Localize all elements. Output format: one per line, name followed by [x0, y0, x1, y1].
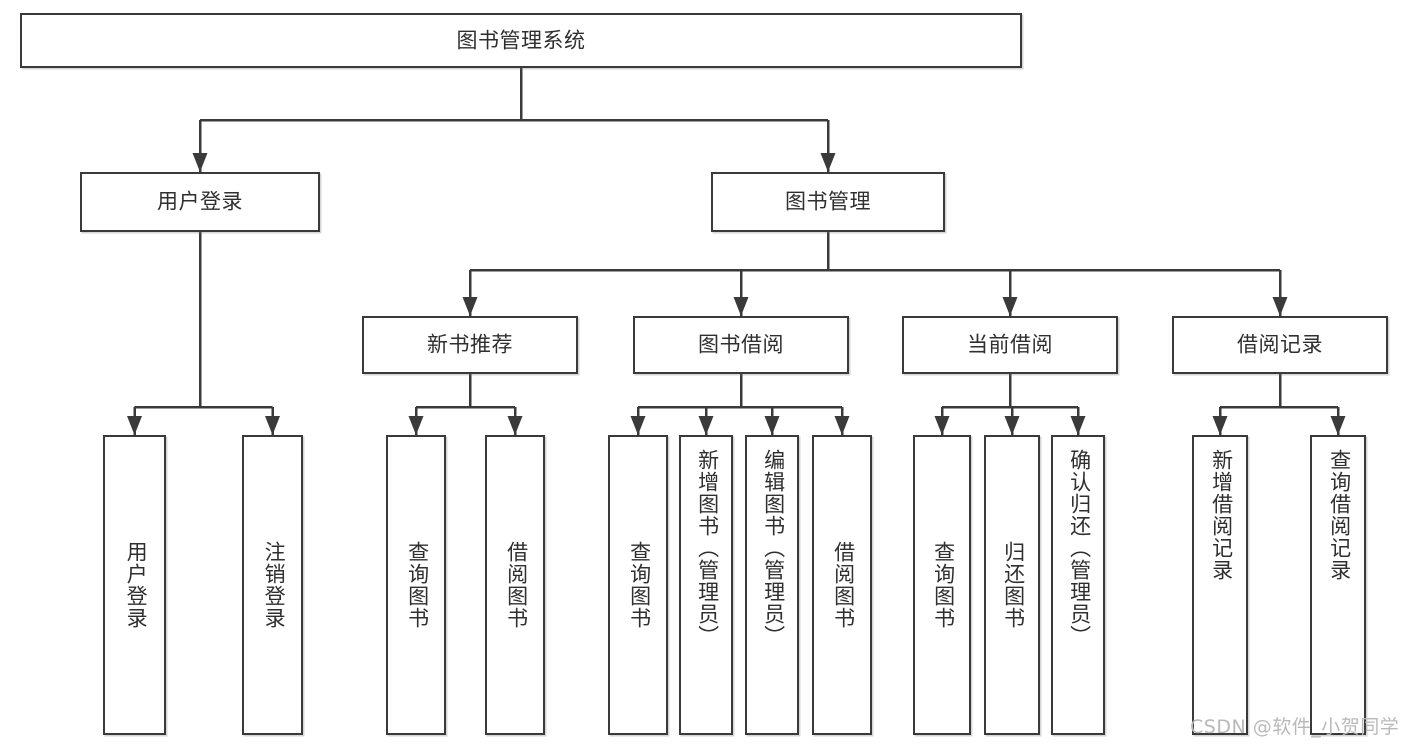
node-borrow: 图书借阅: [633, 316, 849, 374]
node-label-newbook: 新书推荐: [427, 332, 513, 357]
arrow-icon-leaf-user-logout: [265, 416, 280, 435]
node-label-leaf-newbook-query: 查询图书: [405, 541, 430, 629]
arrow-icon-leaf-current-return: [1004, 416, 1020, 435]
node-leaf-records-query: 查询借阅记录: [1310, 435, 1366, 735]
arrow-icon-leaf-borrow-lend: [834, 416, 850, 435]
watermark: CSDN @软件_小贺同学: [1190, 716, 1400, 738]
node-label-borrow: 图书借阅: [698, 332, 784, 357]
node-label-leaf-user-login: 用户登录: [124, 541, 149, 629]
node-label-current: 当前借阅: [967, 332, 1053, 357]
node-newbook: 新书推荐: [362, 316, 578, 374]
arrow-icon-leaf-borrow-add: [698, 416, 714, 435]
node-label-leaf-records-query: 查询借阅记录: [1327, 449, 1352, 581]
node-label-leaf-borrow-add: 新增图书（管理员）: [695, 449, 720, 647]
node-bookmgmt: 图书管理: [711, 172, 945, 232]
node-leaf-user-login: 用户登录: [103, 435, 166, 735]
node-root: 图书管理系统: [20, 13, 1022, 68]
node-leaf-borrow-add: 新增图书（管理员）: [679, 435, 733, 735]
node-label-leaf-current-query: 查询图书: [931, 541, 956, 629]
node-leaf-user-logout: 注销登录: [242, 435, 303, 735]
node-leaf-records-add: 新增借阅记录: [1192, 435, 1248, 735]
node-label-leaf-newbook-borrow: 借阅图书: [504, 541, 529, 629]
node-login: 用户登录: [80, 172, 320, 232]
node-label-leaf-records-add: 新增借阅记录: [1209, 449, 1234, 581]
node-records: 借阅记录: [1172, 316, 1388, 374]
node-label-leaf-borrow-lend: 借阅图书: [831, 541, 856, 629]
arrow-icon-bookmgmt: [820, 153, 836, 172]
arrow-icon-records: [1272, 297, 1288, 316]
node-label-records: 借阅记录: [1237, 332, 1323, 357]
arrow-icon-leaf-records-query: [1330, 416, 1346, 435]
node-label-leaf-borrow-edit: 编辑图书（管理员）: [761, 449, 786, 647]
node-label-leaf-current-confirm: 确认归还（管理员）: [1067, 449, 1092, 647]
node-leaf-current-return: 归还图书: [984, 435, 1040, 735]
node-leaf-current-confirm: 确认归还（管理员）: [1051, 435, 1105, 735]
node-leaf-borrow-query: 查询图书: [608, 435, 668, 735]
node-label-root: 图书管理系统: [456, 27, 586, 52]
arrow-icon-leaf-records-add: [1212, 416, 1228, 435]
node-label-leaf-borrow-query: 查询图书: [627, 541, 652, 629]
node-leaf-borrow-edit: 编辑图书（管理员）: [745, 435, 799, 735]
node-label-leaf-current-return: 归还图书: [1001, 541, 1026, 629]
arrow-icon-current: [1002, 297, 1018, 316]
node-leaf-newbook-query: 查询图书: [386, 435, 446, 735]
arrow-icon-leaf-newbook-query: [408, 416, 424, 435]
arrow-icon-borrow: [733, 297, 749, 316]
arrow-icon-leaf-current-query: [934, 416, 950, 435]
node-leaf-borrow-lend: 借阅图书: [812, 435, 872, 735]
arrow-icon-leaf-borrow-edit: [764, 416, 780, 435]
node-leaf-newbook-borrow: 借阅图书: [485, 435, 545, 735]
arrow-icon-newbook: [462, 297, 478, 316]
arrow-icon-leaf-borrow-query: [630, 416, 646, 435]
node-leaf-current-query: 查询图书: [913, 435, 971, 735]
node-label-login: 用户登录: [157, 189, 243, 214]
arrow-icon-leaf-current-confirm: [1070, 416, 1086, 435]
arrow-icon-leaf-user-login: [127, 416, 142, 435]
arrow-icon-leaf-newbook-borrow: [507, 416, 523, 435]
arrow-icon-login: [192, 153, 208, 172]
node-label-leaf-user-logout: 注销登录: [262, 541, 287, 629]
node-current: 当前借阅: [902, 316, 1118, 374]
node-label-bookmgmt: 图书管理: [785, 189, 871, 214]
